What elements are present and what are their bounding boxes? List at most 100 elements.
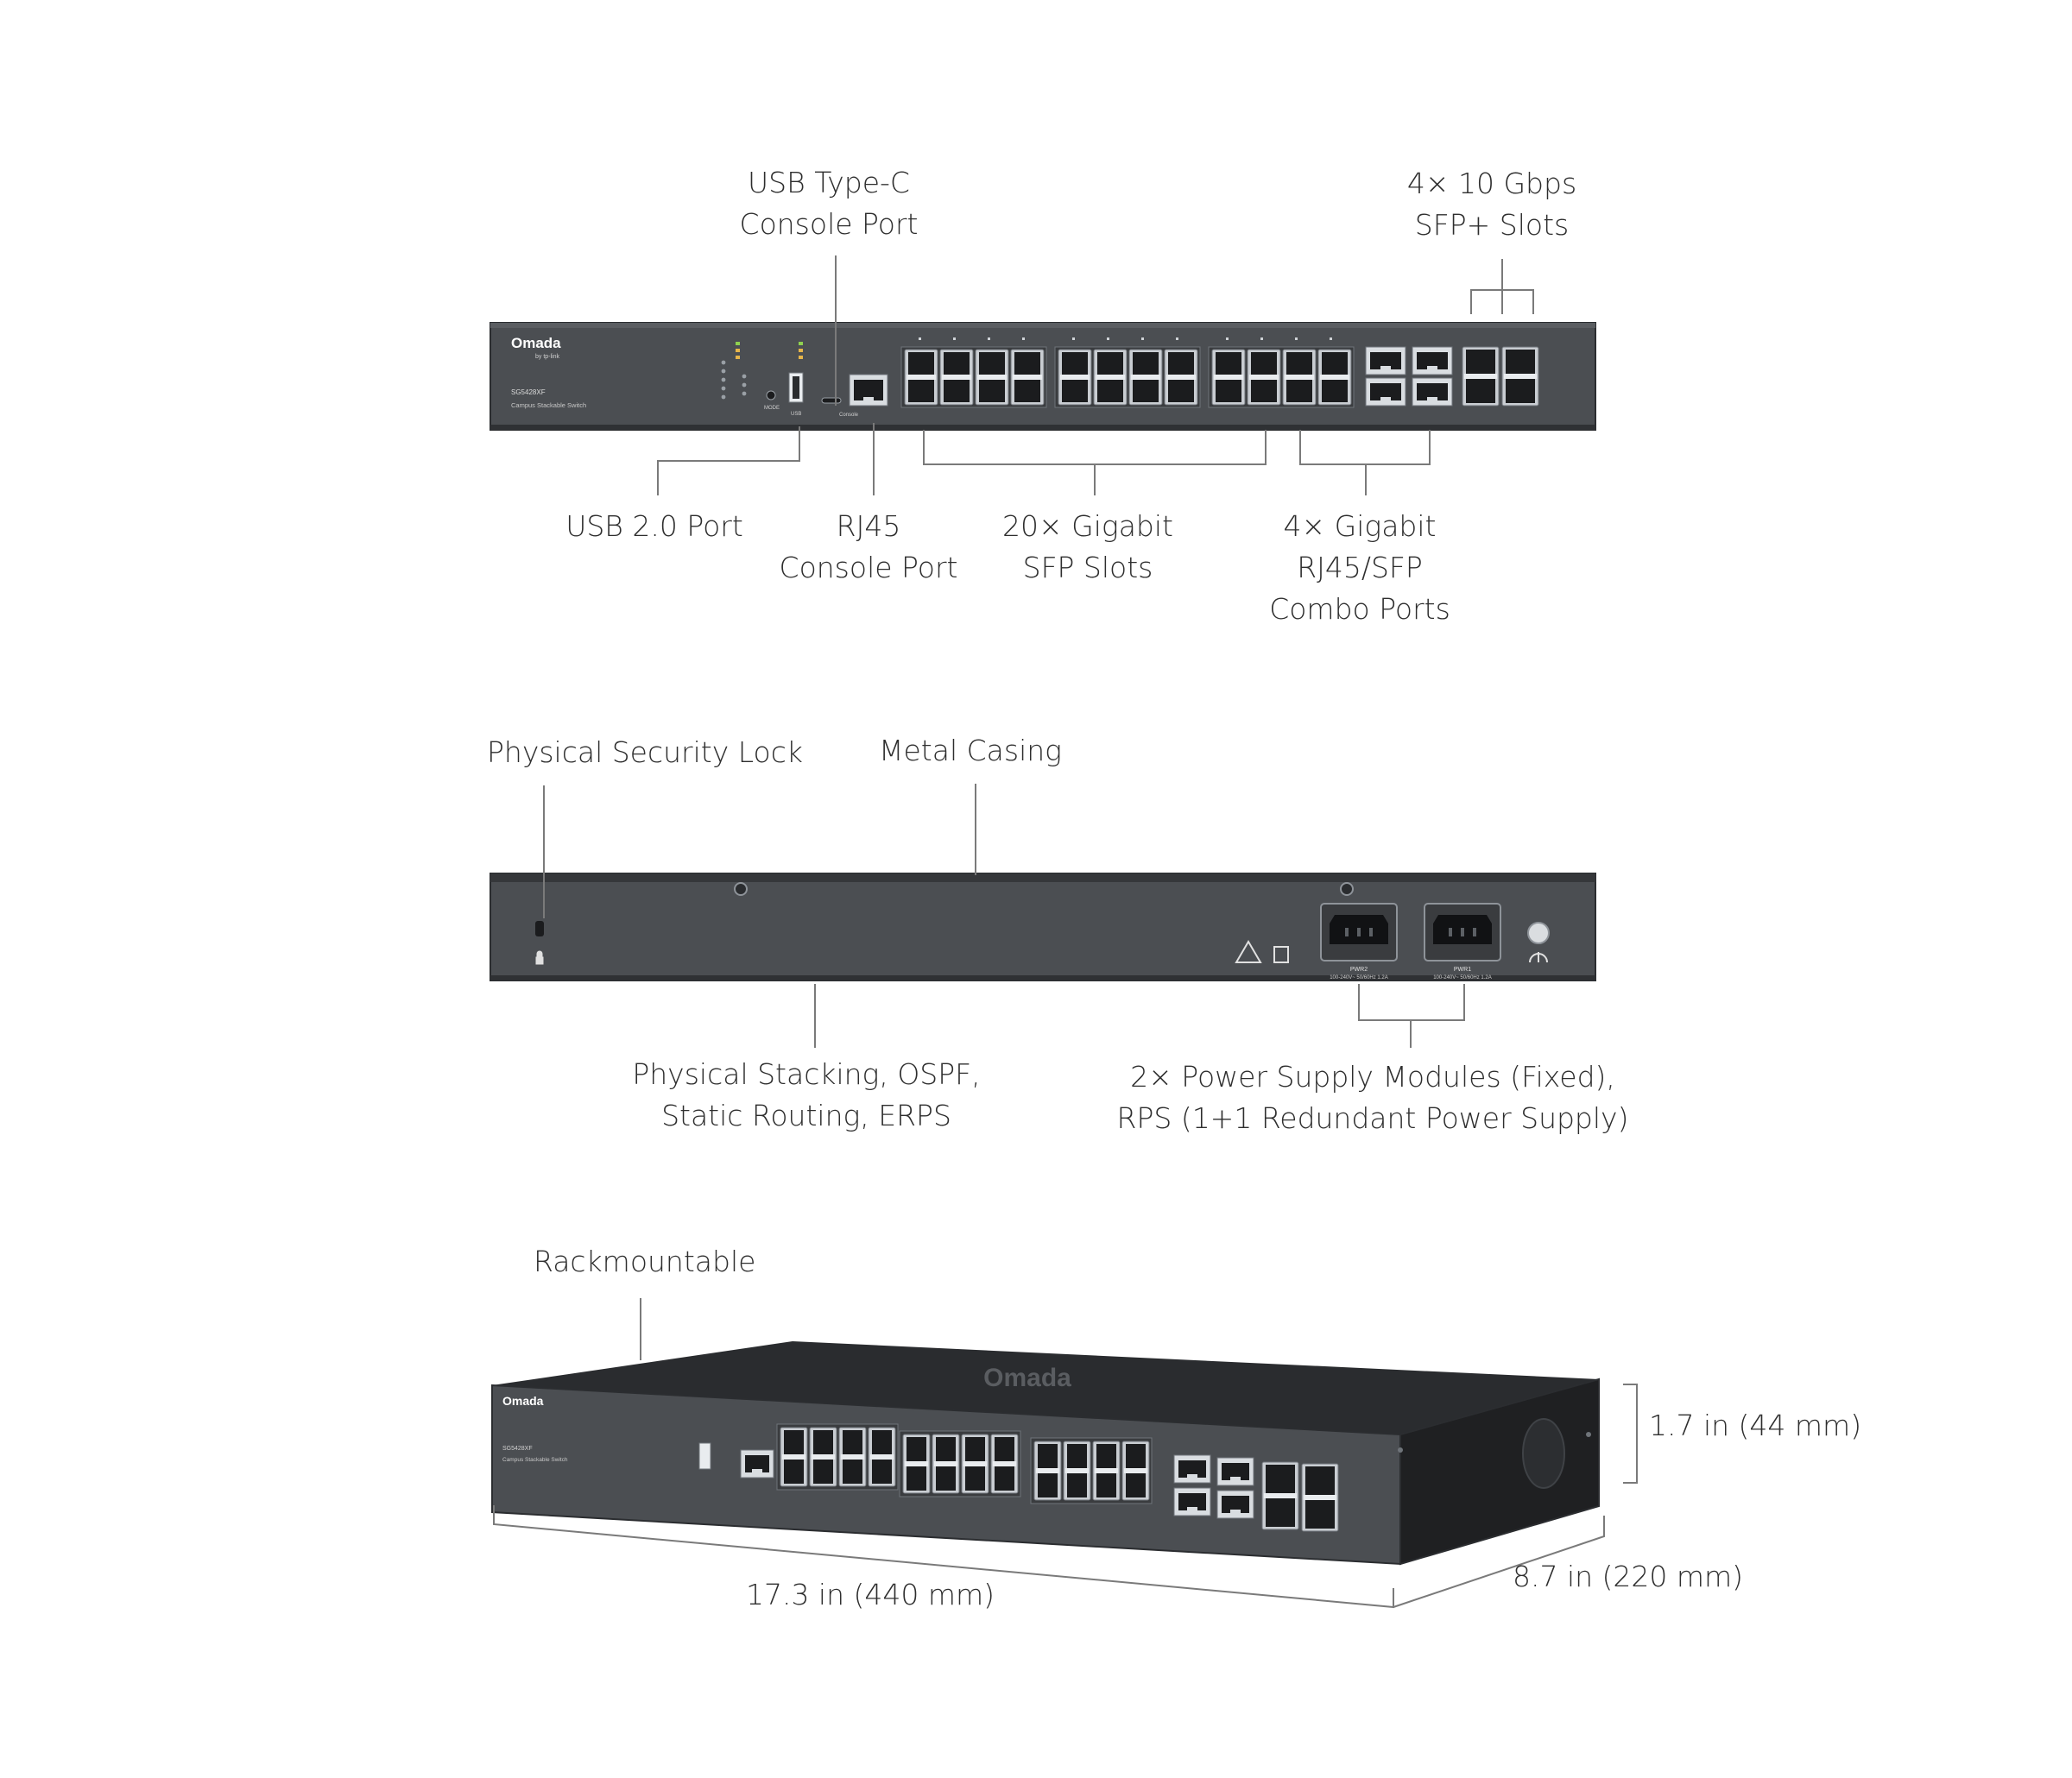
status-led	[742, 382, 747, 388]
top-logo: Omada	[983, 1364, 1071, 1392]
sfp-opening	[936, 1437, 956, 1462]
sfp-opening	[908, 352, 934, 375]
led	[736, 349, 740, 352]
sfp-opening	[813, 1430, 833, 1455]
manual-icon	[1273, 946, 1289, 963]
sfp-divider	[1264, 1493, 1297, 1498]
callout-line: Static Routing, ERPS	[661, 1099, 951, 1132]
port-number-marker	[1022, 337, 1025, 340]
usb2-opening	[793, 376, 799, 399]
dimension-width	[493, 1505, 1394, 1609]
ground-icon	[1529, 952, 1548, 963]
sfp-opening	[1096, 1472, 1116, 1497]
casing-screw	[1340, 882, 1354, 896]
sfp-opening	[995, 1466, 1014, 1491]
sfp-divider	[993, 1461, 1016, 1466]
rj45-opening	[1417, 352, 1448, 369]
angled-brand-logo: Omada	[502, 1394, 544, 1408]
sfp-opening	[944, 352, 970, 375]
power-pin	[1357, 928, 1361, 936]
sfp-divider	[841, 1454, 864, 1460]
callout-line: 8.7 in (220 mm)	[1513, 1560, 1744, 1593]
sfp-opening	[1097, 352, 1123, 375]
power-pin	[1369, 928, 1373, 936]
sfp-opening	[813, 1459, 833, 1484]
front-chassis-bottom-edge	[490, 425, 1595, 430]
sfp-opening	[843, 1430, 862, 1455]
rj45-latch	[1380, 397, 1391, 401]
console-label: Console	[839, 413, 859, 418]
power-pin	[1461, 928, 1464, 936]
rj45-latch	[1427, 397, 1437, 401]
port-number-marker	[1260, 337, 1263, 340]
sfp-opening	[944, 379, 970, 402]
callout-line: 2× Power Supply Modules (Fixed),	[1130, 1060, 1615, 1094]
callout-stacking: Physical Stacking, OSPF, Static Routing,…	[632, 1054, 980, 1137]
sfp-divider	[1304, 1495, 1336, 1500]
port-number-marker	[1072, 337, 1075, 340]
rj45-latch	[1187, 1474, 1197, 1479]
callout-line: RPS (1+1 Redundant Power Supply)	[1116, 1101, 1629, 1135]
sfp-opening	[1038, 1444, 1058, 1469]
callout-usb-typec-console: USB Type-C Console Port	[740, 162, 919, 245]
callout-line: USB 2.0 Port	[565, 509, 743, 543]
sfp-opening	[1506, 350, 1535, 375]
rj45-opening	[1222, 1463, 1249, 1480]
rear-chassis-top-edge	[490, 873, 1595, 882]
power-pin	[1473, 928, 1476, 936]
leader-power-bracket	[1358, 984, 1465, 1021]
usbc-port	[821, 397, 842, 404]
rj45-latch	[1230, 1477, 1241, 1481]
sfp-divider	[1096, 375, 1125, 380]
power-pin	[1449, 928, 1452, 936]
sfp-divider	[1131, 375, 1160, 380]
sfp-opening	[1466, 350, 1495, 375]
model-label: SG5428XF	[511, 388, 546, 396]
rj45-opening	[1178, 1460, 1206, 1478]
sfp-divider	[1320, 375, 1349, 380]
led	[799, 356, 803, 359]
power-rating: 100-240V~ 50/60Hz 1.2A	[1433, 975, 1492, 980]
sfp-opening	[1126, 1472, 1146, 1497]
sfp-divider	[942, 375, 971, 380]
sfp-opening	[1251, 379, 1277, 402]
status-led	[721, 360, 726, 365]
ground-screw	[1527, 922, 1550, 944]
rj45-opening	[745, 1455, 769, 1472]
sfp-divider	[1504, 374, 1537, 379]
mode-button	[766, 390, 776, 400]
callout-rj45-console: RJ45 Console Port	[780, 506, 958, 589]
rj45-latch	[1380, 366, 1391, 370]
status-led	[742, 374, 747, 379]
status-led	[721, 369, 726, 374]
leader-combo-bracket	[1299, 430, 1431, 465]
sfp-opening	[995, 1437, 1014, 1462]
sfp-opening	[784, 1459, 804, 1484]
sfp-opening	[784, 1430, 804, 1455]
callout-line: RJ45	[836, 509, 901, 543]
sfp-divider	[977, 375, 1007, 380]
callout-line: SFP+ Slots	[1414, 208, 1570, 242]
angled-model-label: SG5428XF	[502, 1446, 533, 1452]
callout-power-supply: 2× Power Supply Modules (Fixed), RPS (1+…	[1117, 1056, 1629, 1139]
callout-height-dimension: 1.7 in (44 mm)	[1649, 1405, 1861, 1447]
callout-line: SFP Slots	[1022, 551, 1153, 584]
callout-line: 1.7 in (44 mm)	[1649, 1409, 1862, 1442]
sfp-opening	[843, 1459, 862, 1484]
usb-label: USB	[791, 412, 801, 417]
sfp-divider	[1249, 375, 1279, 380]
power-label: PWR2	[1350, 967, 1368, 973]
callout-line: Rackmountable	[534, 1245, 756, 1278]
sfp-opening	[1216, 379, 1241, 402]
callout-line: 17.3 in (440 mm)	[745, 1578, 995, 1611]
subtitle-label: Campus Stackable Switch	[511, 401, 586, 409]
sfp-opening	[1286, 352, 1312, 375]
callout-sfp-slots: 20× Gigabit SFP Slots	[1002, 506, 1173, 589]
port-number-marker	[953, 337, 956, 340]
callout-line: Console Port	[779, 551, 958, 584]
power-pin	[1345, 928, 1349, 936]
port-number-marker	[1226, 337, 1229, 340]
callout-line: Combo Ports	[1269, 592, 1450, 626]
callout-combo-ports: 4× Gigabit RJ45/SFP Combo Ports	[1269, 506, 1450, 630]
